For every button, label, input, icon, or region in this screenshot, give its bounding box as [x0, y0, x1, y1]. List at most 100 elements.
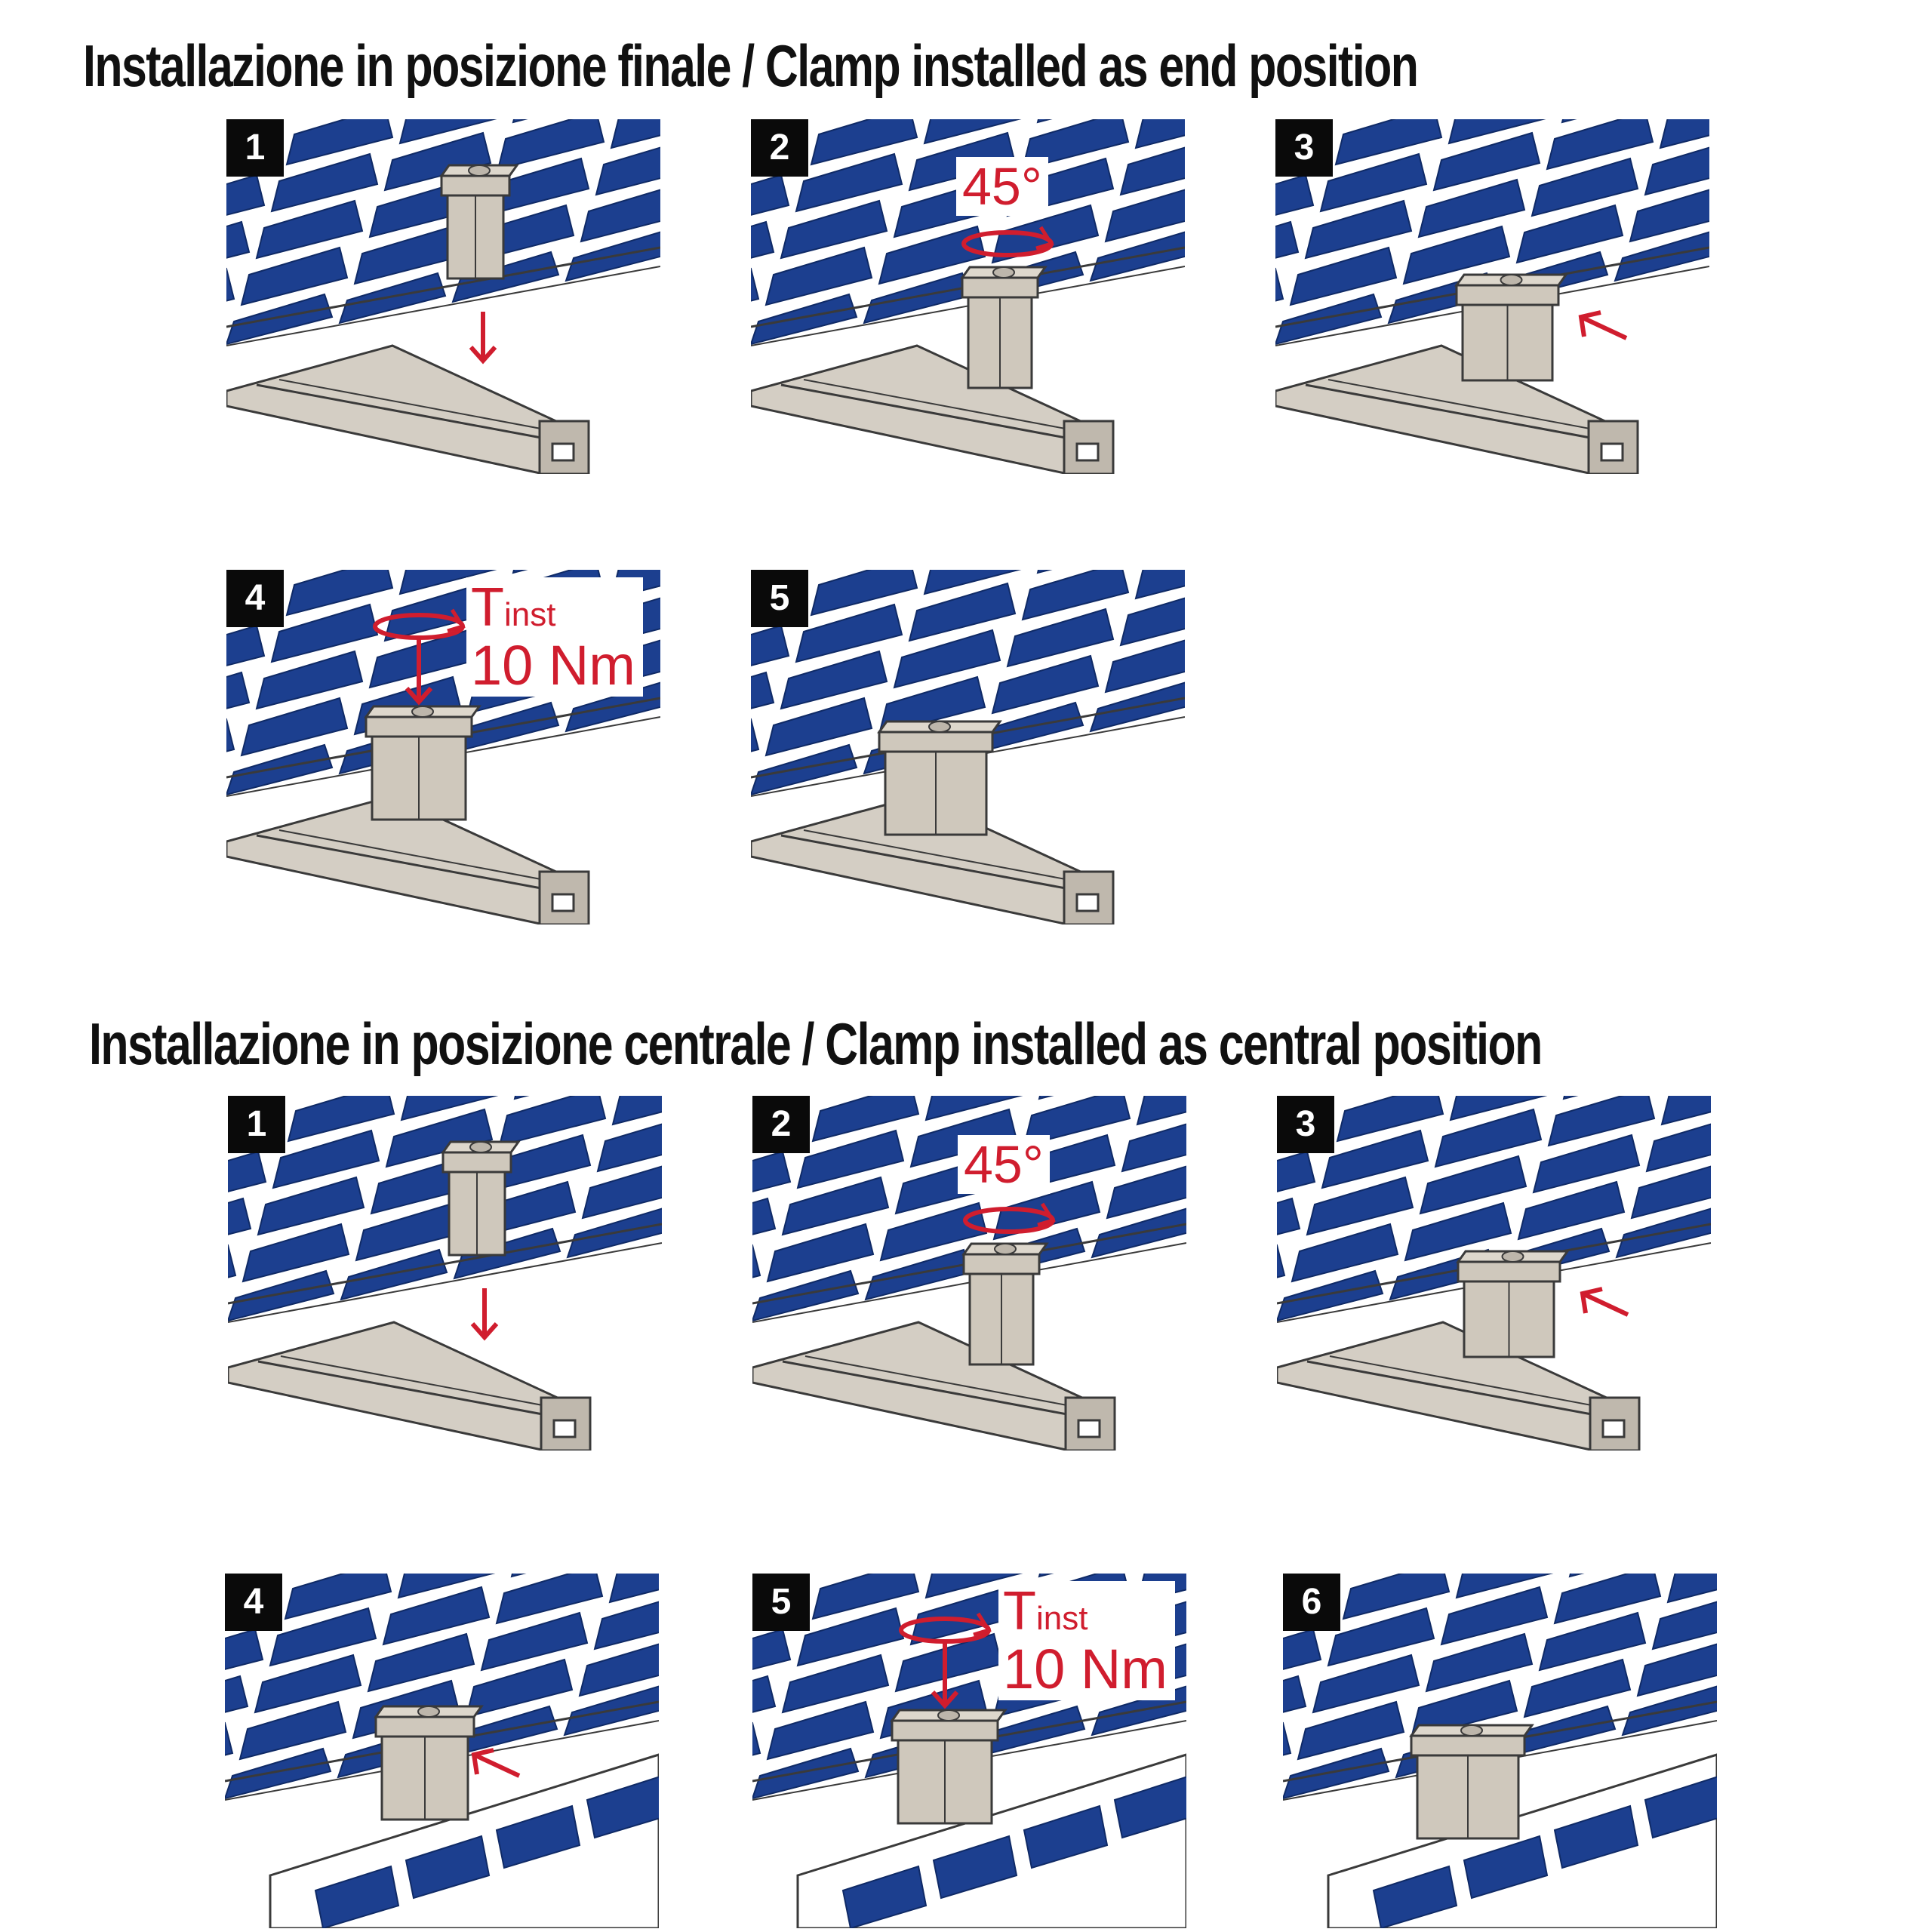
step-panel: 5: [751, 570, 1185, 924]
solar-cell: [1277, 1197, 1301, 1235]
clamp-vertical: [441, 1140, 521, 1257]
solar-cell: [1636, 1643, 1717, 1697]
step-number-badge: 1: [228, 1096, 285, 1153]
second-solar-module: [1327, 1753, 1717, 1928]
solar-cell: [1629, 189, 1709, 243]
solar-cell: [383, 131, 492, 192]
solar-cell: [796, 1129, 905, 1189]
solar-cell: [751, 293, 858, 346]
solar-cell: [285, 570, 394, 617]
arrow-down-icon: [470, 1288, 499, 1341]
solar-cell: [226, 220, 251, 259]
clamp-installed: [877, 720, 1002, 836]
solar-cell: [1455, 1574, 1554, 1599]
torque-value: 10 Nm: [1003, 1638, 1168, 1700]
solar-cell: [1036, 119, 1053, 124]
solar-cell: [1283, 1747, 1390, 1800]
solar-cell: [284, 1574, 392, 1620]
solar-cell: [385, 1108, 494, 1168]
solar-cell: [795, 603, 903, 663]
solar-cell: [991, 654, 1100, 715]
solar-cell: [751, 718, 760, 752]
solar-cell: [608, 1574, 659, 1604]
step-illustration: [751, 119, 1185, 474]
solar-cell: [226, 718, 235, 752]
torque-subscript: inst: [503, 596, 556, 633]
solar-cell: [752, 1150, 792, 1192]
solar-cell: [1275, 267, 1284, 302]
step-number-badge: 5: [752, 1574, 810, 1631]
solar-cell: [878, 675, 986, 736]
mounting-rail: [751, 344, 1115, 474]
solar-cell: [1666, 1574, 1717, 1604]
solar-cell: [1447, 119, 1546, 145]
solar-cell: [226, 174, 266, 216]
solar-cell: [1342, 1574, 1451, 1620]
solar-cell: [1372, 1865, 1458, 1928]
solar-cell: [1321, 1129, 1429, 1189]
solar-cell: [924, 1096, 1023, 1121]
solar-cell: [1319, 152, 1428, 213]
arrow-down-icon: [931, 1640, 959, 1709]
solar-cell: [1630, 1165, 1711, 1220]
solar-cell: [1113, 1776, 1186, 1839]
solar-cell: [225, 1721, 234, 1756]
solar-cell: [596, 1123, 662, 1173]
bolt-head: [937, 1709, 960, 1721]
solar-cell: [225, 1628, 264, 1670]
solar-cell: [512, 570, 528, 574]
solar-cell: [811, 1574, 920, 1620]
step-panel: 4: [225, 1574, 659, 1928]
solar-cell: [1121, 1123, 1186, 1173]
solar-cell: [810, 119, 918, 166]
solar-cell: [1645, 1123, 1711, 1173]
bolt-head: [417, 1706, 440, 1718]
bolt-head: [1460, 1724, 1483, 1737]
torque-label: Tinst 10 Nm: [466, 577, 643, 697]
solar-cell: [228, 1269, 335, 1322]
solar-cell: [1327, 1607, 1435, 1667]
solar-cell: [1553, 1804, 1639, 1869]
solar-cell: [811, 1096, 920, 1143]
step-number-badge: 6: [1283, 1574, 1340, 1631]
solar-cell: [367, 1632, 475, 1693]
rotation-angle-label: 45°: [956, 157, 1048, 216]
solar-cell: [1038, 1574, 1054, 1578]
section-title-central: Installazione in posizione centrale / Cl…: [89, 1011, 1543, 1077]
step-panel: 1: [226, 119, 660, 474]
bolt-head: [1501, 1251, 1524, 1263]
solar-cell: [1660, 1096, 1711, 1126]
bolt-head: [411, 706, 434, 718]
second-solar-module: [796, 1753, 1186, 1928]
solar-cell: [338, 272, 447, 325]
step-number-badge: 3: [1275, 119, 1333, 177]
solar-cell: [751, 624, 790, 666]
solar-cell: [1038, 1096, 1054, 1100]
solar-cell: [1417, 178, 1526, 238]
clamp-seated: [1454, 273, 1568, 382]
solar-cell: [752, 1747, 860, 1800]
solar-cell: [908, 582, 1017, 642]
solar-cell: [242, 1223, 350, 1283]
solar-cell: [1277, 1150, 1316, 1192]
solar-cell: [495, 1804, 581, 1869]
solar-cell: [923, 119, 1022, 145]
solar-cell: [766, 1223, 875, 1283]
solar-cell: [1275, 293, 1383, 346]
solar-cell: [228, 1244, 237, 1278]
solar-cell: [795, 152, 903, 213]
solar-cell: [495, 1574, 604, 1625]
torque-subscript: inst: [1035, 1600, 1088, 1637]
arrow-push-icon: [1578, 310, 1628, 340]
bolt-head: [468, 165, 491, 177]
step-panel: 2 45°: [751, 119, 1185, 474]
clamp-installed: [1409, 1724, 1534, 1840]
step-panel: 6: [1283, 1574, 1717, 1928]
solar-cell: [1119, 597, 1185, 647]
solar-cell: [1404, 1201, 1512, 1262]
solar-cell: [512, 119, 528, 124]
solar-cell: [270, 152, 379, 213]
solar-cell: [1283, 1628, 1322, 1670]
solar-cell: [287, 1096, 395, 1143]
torque-symbol: T: [471, 577, 504, 638]
